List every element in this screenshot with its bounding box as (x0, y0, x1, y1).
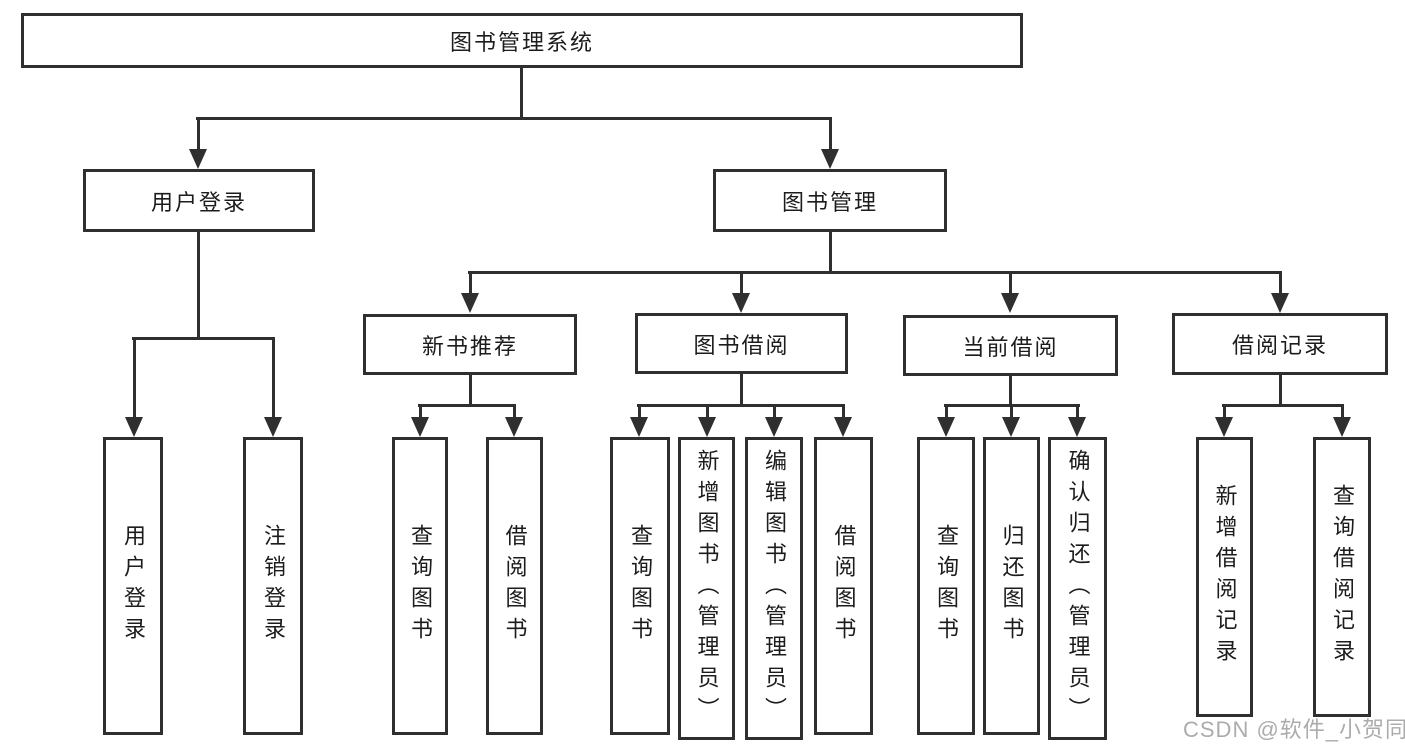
arrow-down-icon (1001, 293, 1019, 313)
leaf-borrow-books-label: 借阅图书 (831, 524, 857, 648)
connector-line (418, 404, 516, 407)
leaf-user-login-label: 用户登录 (121, 524, 146, 648)
arrow-down-icon (264, 417, 282, 437)
node-new-book-recommend: 新书推荐 (363, 314, 577, 375)
leaf-query-books-borrow: 查询图书 (610, 437, 670, 735)
node-user-login: 用户登录 (83, 169, 315, 232)
leaf-borrow-books-recommend-label: 借阅图书 (502, 524, 528, 648)
connector-line (1223, 404, 1226, 419)
leaf-confirm-return-admin: 确认归还（管理员） (1048, 437, 1107, 740)
leaf-query-borrow-record: 查询借阅记录 (1313, 437, 1371, 717)
leaf-add-books-admin-label: 新增图书（管理员） (694, 449, 720, 728)
arrow-down-icon (765, 417, 783, 437)
node-new-book-recommend-label: 新书推荐 (421, 333, 518, 359)
connector-line (1279, 375, 1282, 404)
connector-line (829, 232, 832, 271)
arrow-down-icon (821, 149, 839, 169)
node-book-management-label: 图书管理 (781, 189, 878, 215)
connector-line (740, 374, 743, 404)
node-root: 图书管理系统 (21, 13, 1023, 68)
arrow-down-icon (1215, 417, 1233, 437)
connector-line (1010, 404, 1013, 419)
connector-line (842, 404, 845, 419)
node-root-label: 图书管理系统 (449, 29, 594, 55)
arrow-down-icon (1002, 417, 1020, 437)
arrow-down-icon (189, 149, 207, 169)
connector-line (637, 404, 845, 407)
node-current-borrow: 当前借阅 (903, 315, 1118, 376)
leaf-query-books-current: 查询图书 (917, 437, 975, 735)
leaf-logout: 注销登录 (243, 437, 303, 735)
arrow-down-icon (1333, 417, 1351, 437)
leaf-user-login: 用户登录 (103, 437, 163, 735)
leaf-add-borrow-record-label: 新增借阅记录 (1212, 484, 1238, 670)
arrow-down-icon (1068, 417, 1086, 437)
node-borrow-records: 借阅记录 (1172, 313, 1388, 375)
connector-line (469, 375, 472, 404)
leaf-edit-books-admin: 编辑图书（管理员） (745, 437, 803, 740)
connector-line (197, 117, 200, 151)
connector-line (197, 232, 200, 337)
leaf-query-books-current-label: 查询图书 (934, 524, 959, 648)
arrow-down-icon (834, 417, 852, 437)
leaf-return-books: 归还图书 (983, 437, 1040, 735)
node-book-management: 图书管理 (713, 169, 947, 232)
arrow-down-icon (630, 417, 648, 437)
connector-line (1009, 271, 1012, 295)
leaf-borrow-books-recommend: 借阅图书 (486, 437, 543, 735)
connector-line (1279, 271, 1282, 295)
connector-line (1076, 404, 1079, 419)
leaf-confirm-return-admin-label: 确认归还（管理员） (1065, 449, 1091, 728)
connector-line (1222, 404, 1344, 407)
node-borrow-records-label: 借阅记录 (1231, 333, 1328, 358)
leaf-return-books-label: 归还图书 (999, 524, 1025, 648)
arrow-down-icon (698, 417, 716, 437)
csdn-watermark: CSDN @软件_小贺同学 (1183, 717, 1405, 742)
leaf-add-books-admin: 新增图书（管理员） (678, 437, 735, 740)
connector-line (1009, 376, 1012, 404)
leaf-query-books-borrow-label: 查询图书 (628, 524, 653, 648)
connector-line (829, 117, 832, 151)
connector-line (706, 404, 709, 419)
arrow-down-icon (937, 417, 955, 437)
connector-line (196, 117, 832, 120)
connector-line (133, 337, 136, 419)
arrow-down-icon (125, 417, 143, 437)
leaf-edit-books-admin-label: 编辑图书（管理员） (762, 449, 787, 728)
node-book-borrow: 图书借阅 (635, 313, 848, 374)
connector-line (1341, 404, 1344, 419)
connector-line (520, 68, 523, 117)
node-current-borrow-label: 当前借阅 (962, 334, 1059, 360)
connector-line (740, 271, 743, 295)
connector-line (419, 404, 422, 419)
leaf-query-books-recommend: 查询图书 (392, 437, 448, 735)
connector-line (638, 404, 641, 419)
arrow-down-icon (411, 417, 429, 437)
arrow-down-icon (505, 417, 523, 437)
leaf-logout-label: 注销登录 (261, 524, 286, 648)
leaf-query-books-recommend-label: 查询图书 (408, 524, 433, 648)
connector-line (272, 337, 275, 419)
arrow-down-icon (732, 293, 750, 313)
connector-line (468, 271, 1282, 274)
leaf-borrow-books: 借阅图书 (814, 437, 873, 735)
node-book-borrow-label: 图书借阅 (693, 332, 790, 358)
leaf-query-borrow-record-label: 查询借阅记录 (1330, 484, 1355, 670)
connector-line (132, 337, 275, 340)
node-user-login-label: 用户登录 (150, 189, 247, 215)
arrow-down-icon (461, 293, 479, 313)
connector-line (513, 404, 516, 419)
connector-line (469, 271, 472, 295)
leaf-add-borrow-record: 新增借阅记录 (1196, 437, 1253, 717)
connector-line (945, 404, 948, 419)
arrow-down-icon (1271, 293, 1289, 313)
connector-line (773, 404, 776, 419)
